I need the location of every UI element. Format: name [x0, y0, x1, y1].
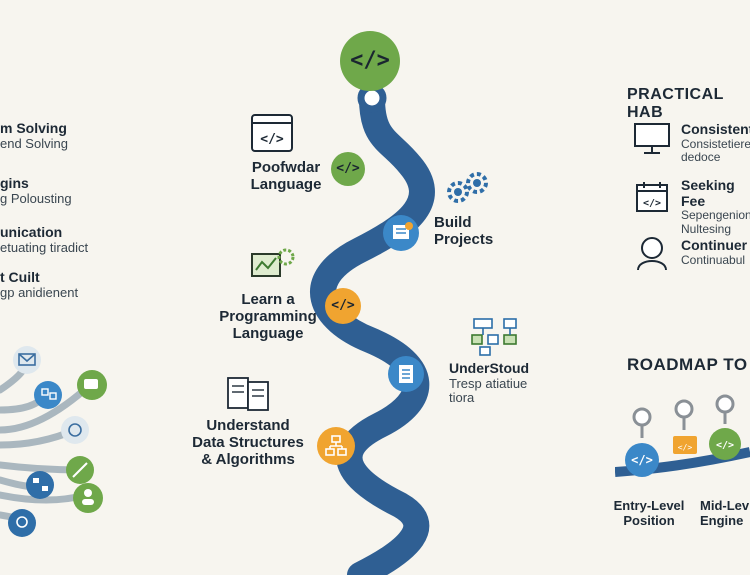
left-item-1: m Solving end Solving [0, 120, 68, 151]
step-title: UnderStoud [449, 360, 530, 376]
left-item-title: unication [0, 224, 63, 240]
document-badge [388, 356, 424, 392]
document-list-icon [399, 365, 413, 383]
hierarchy-icon [325, 435, 347, 456]
svg-text:</>: </> [678, 443, 693, 452]
left-item-3: unication etuating tiradict [0, 224, 89, 255]
milestone-pin [715, 394, 735, 424]
branch-node-flow [26, 471, 54, 499]
checklist-icon [393, 222, 413, 239]
left-item-title: t Cuilt [0, 269, 40, 285]
habit-title: Consistent [681, 121, 750, 137]
person-icon [637, 237, 667, 271]
entry-code-badge: </> [625, 443, 659, 477]
milestone-pin [674, 399, 694, 430]
code-icon: </> [336, 161, 360, 176]
milestone-pin [632, 407, 652, 438]
monitor-gear-icon [251, 248, 295, 277]
branch-node-chat [77, 370, 107, 400]
habit-sub: Continuabul [681, 252, 746, 267]
step-title: Poofwdar Language [250, 159, 322, 193]
left-item-4: t Cuilt gp anidienent [0, 269, 79, 300]
code-icon: </> [331, 298, 355, 313]
habit-sub: Sepengenion Nultesing [681, 208, 750, 236]
step-title: Understand Data Structures & Algorithms [192, 417, 304, 468]
habit-item: Continuer Continuabul [681, 237, 748, 267]
branch-node-people [73, 483, 103, 513]
milestone-code-icon: </> [709, 428, 741, 460]
skills-branch-diagram [0, 346, 107, 537]
left-item-2: gins g Polousting [0, 175, 72, 206]
flowchart-icon [471, 318, 517, 356]
step-sub: Tresp atiatiue tiora [449, 375, 528, 406]
left-item-title: gins [0, 175, 29, 191]
habit-item: Consistent Consistetiere dedoce [681, 121, 750, 165]
practical-habits-heading: PRACTICAL HAB [627, 86, 724, 121]
left-item-title: m Solving [0, 120, 67, 136]
left-item-sub: etuating tiradict [0, 239, 89, 255]
left-item-sub: end Solving [0, 135, 68, 151]
step-understoud: UnderStoud Tresp atiatiue tiora [449, 360, 530, 406]
step-code-badge: </> [331, 152, 365, 186]
branch-node-diagram [34, 381, 62, 409]
monitor-icon [634, 123, 670, 154]
documents-icon [227, 377, 269, 411]
habit-title: Seeking Fee [681, 177, 735, 209]
roadmap-heading: ROADMAP TO [627, 355, 748, 374]
code-icon: </> [631, 453, 653, 467]
habit-title: Continuer [681, 237, 748, 253]
left-item-sub: gp anidienent [0, 284, 79, 300]
structure-badge [317, 427, 355, 465]
step-code-badge: </> [325, 288, 361, 324]
branch-node-tools [66, 456, 94, 484]
svg-text:</>: </> [643, 198, 661, 209]
top-code-badge: </> [340, 31, 400, 91]
browser-code-icon: </> [251, 114, 293, 152]
left-item-sub: g Polousting [0, 190, 72, 206]
branch-node-mail [13, 346, 41, 374]
milestone-label: Mid-Lev Engine [700, 499, 750, 528]
code-icon: </> [350, 48, 390, 73]
step-title: Build Projects [434, 214, 494, 248]
branch-node-gear [61, 416, 89, 444]
calendar-code-icon: </> [636, 182, 668, 212]
habit-item: Seeking Fee Sepengenion Nultesing [681, 177, 750, 236]
step-title: Learn a Programming Language [219, 291, 317, 342]
branch-node-idea [8, 509, 36, 537]
habit-sub: Consistetiere dedoce [681, 136, 750, 165]
svg-text:</>: </> [260, 132, 284, 147]
gears-icon [447, 172, 488, 203]
milestone-folder-icon: </> [673, 436, 697, 454]
svg-text:</>: </> [716, 440, 734, 451]
milestone-label: Entry-Level Position [613, 498, 685, 528]
project-badge [383, 215, 419, 251]
